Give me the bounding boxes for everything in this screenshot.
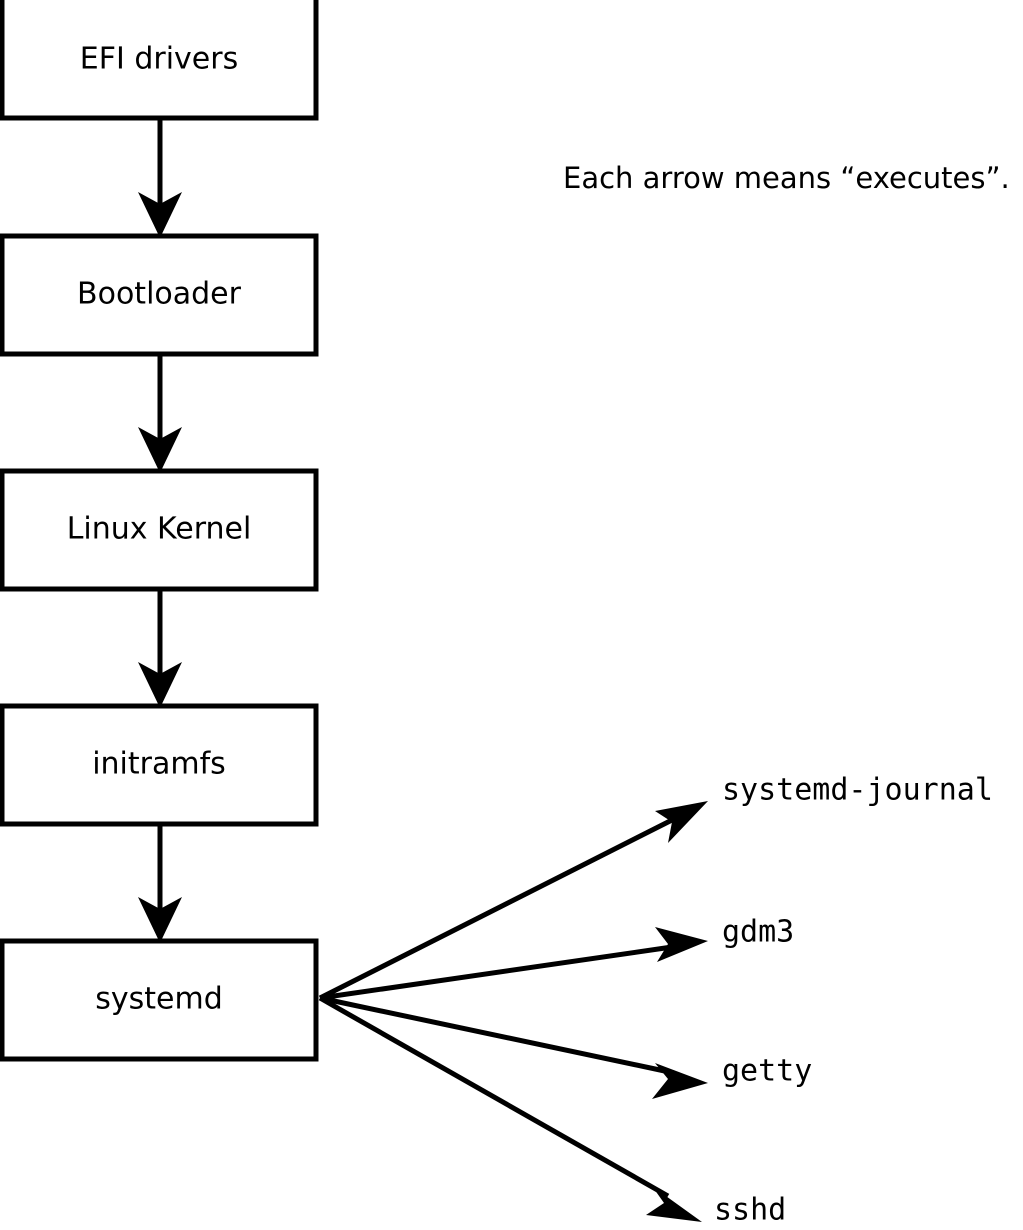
stage-box-rect [0, 703, 319, 827]
fan-arrow-gdm3 [319, 927, 708, 1001]
stage-box-rect [0, 0, 319, 121]
service-label-systemd-journal[interactable]: systemd-journal [722, 773, 993, 808]
stage-label: EFI drivers [80, 42, 238, 77]
stage-label: initramfs [92, 747, 226, 782]
stage-box-linux-kernel[interactable]: Linux Kernel [0, 468, 319, 592]
service-label-getty[interactable]: getty [722, 1054, 812, 1089]
stage-box-bootloader[interactable]: Bootloader [0, 233, 319, 357]
flow-arrow-efi-to-bootloader [138, 118, 182, 238]
fan-arrow-systemd-journal [318, 801, 708, 1001]
stage-box-rect [0, 233, 319, 357]
stage-label: Bootloader [77, 277, 242, 312]
fan-arrow-getty [319, 995, 708, 1099]
flow-arrow-kernel-to-initramfs [138, 589, 182, 708]
stage-box-initramfs[interactable]: initramfs [0, 703, 319, 827]
diagram-note: Each arrow means “executes”. [563, 161, 1010, 195]
fan-arrow-sshd [318, 995, 702, 1222]
service-label-sshd[interactable]: sshd [714, 1193, 786, 1228]
service-label-gdm3[interactable]: gdm3 [722, 915, 794, 950]
stage-box-efi-drivers[interactable]: EFI drivers [0, 0, 319, 121]
stage-box-systemd[interactable]: systemd [0, 938, 319, 1062]
stage-box-rect [0, 938, 319, 1062]
stage-label: systemd [95, 982, 223, 1017]
flow-arrow-initramfs-to-systemd [138, 824, 182, 943]
stage-label: Linux Kernel [67, 512, 252, 547]
flow-arrow-bootloader-to-kernel [138, 354, 182, 473]
